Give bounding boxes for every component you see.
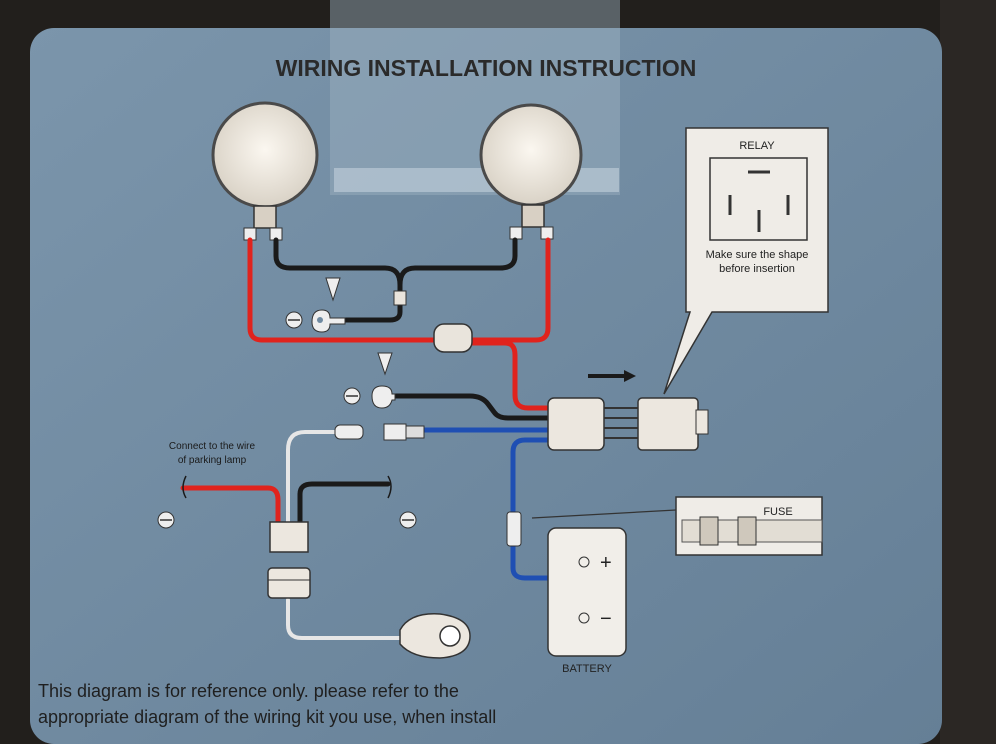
inline-connector [433, 323, 473, 353]
battery-positive-terminal [578, 556, 590, 568]
wire-break-mark [387, 475, 392, 499]
white-wires [286, 430, 414, 640]
parking-note-line1: Connect to the wire [169, 441, 256, 452]
ring-terminal-icon [311, 309, 346, 333]
red-wires [180, 237, 551, 525]
battery [547, 527, 627, 657]
screw-icon [377, 352, 393, 376]
switch-knob [399, 613, 471, 659]
ground-bolt-icon [285, 311, 303, 329]
fuse-cap [737, 516, 757, 546]
parking-note-line2: of parking lamp [178, 455, 247, 466]
relay-shape-outline [709, 157, 808, 241]
box-edge [940, 0, 996, 744]
switch-plug [269, 521, 309, 553]
relay-pin-diagram [728, 170, 790, 232]
battery-plus-sign: + [600, 552, 612, 574]
relay-note-line2: before insertion [719, 263, 795, 275]
ground-bolt-icon [157, 511, 175, 529]
relay-pins [604, 407, 640, 439]
spade-connector [383, 423, 407, 441]
page-title: WIRING INSTALLATION INSTRUCTION [276, 55, 697, 81]
insert-arrow-head [624, 370, 636, 382]
relay-socket [547, 397, 605, 451]
ring-terminal-icon [371, 385, 396, 409]
spade-connector [334, 424, 364, 440]
battery-label: BATTERY [562, 663, 612, 675]
fuse-pointer [531, 509, 677, 519]
ground-bolt-icon [399, 511, 417, 529]
black-wires [273, 237, 551, 525]
ground-joint [393, 290, 407, 306]
fuse-cap [699, 516, 719, 546]
fuse-label: FUSE [763, 506, 792, 518]
relay [637, 397, 699, 451]
spade-connector [405, 425, 425, 439]
relay-tab [695, 409, 709, 435]
switch-socket [267, 567, 311, 599]
footer-note-line1: This diagram is for reference only. plea… [38, 681, 459, 701]
screw-icon [325, 277, 341, 302]
wire-break-mark [182, 475, 187, 499]
battery-negative-terminal [578, 612, 590, 624]
relay-callout [663, 127, 829, 395]
ground-bolt-icon [343, 387, 361, 405]
switch-button [439, 625, 461, 647]
lamp-left [211, 101, 319, 241]
battery-minus-sign: − [600, 608, 612, 630]
inline-fuse [506, 511, 522, 547]
relay-label: RELAY [739, 140, 775, 152]
footer-note-line2: appropriate diagram of the wiring kit yo… [38, 707, 496, 727]
relay-note-line1: Make sure the shape [706, 249, 809, 261]
lamp-right [479, 103, 583, 240]
